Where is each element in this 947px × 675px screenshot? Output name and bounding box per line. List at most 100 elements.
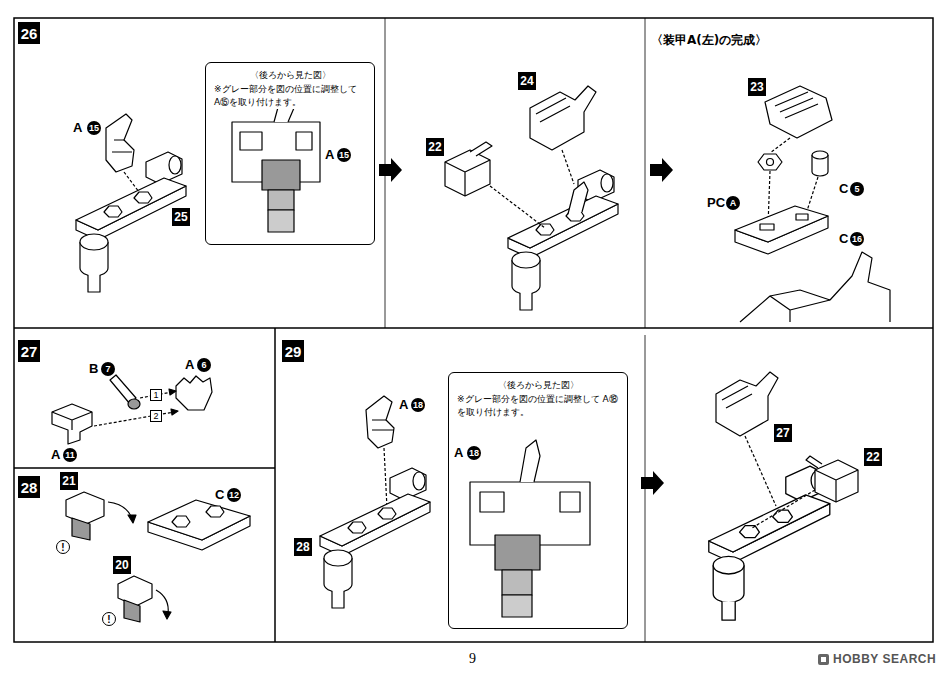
part-drawing — [148, 500, 250, 540]
part-drawing — [716, 372, 778, 436]
step-number: 28 — [18, 476, 40, 498]
part-drawing — [156, 590, 168, 614]
part-drawing — [815, 470, 858, 502]
part-number: 18 — [467, 446, 481, 460]
part-drawing — [112, 140, 132, 152]
panel-frame — [274, 328, 276, 642]
part-drawing — [735, 206, 828, 242]
part-drawing — [562, 150, 574, 184]
step-number: 26 — [18, 22, 40, 44]
page-number: 9 — [469, 651, 476, 667]
part-drawing — [770, 138, 790, 153]
flow-arrow — [379, 158, 673, 495]
flow-arrow — [379, 158, 402, 182]
part-drawing — [52, 412, 92, 430]
rear-view-inset: 〈後ろから見た図〉 ※グレー部分を図の位置に調整して A⑱を取り付けます。 — [448, 372, 628, 629]
part-drawing — [118, 576, 152, 606]
part-drawing — [806, 177, 818, 214]
panel-frame — [645, 18, 646, 328]
part-number: 15 — [337, 148, 351, 162]
part-drawing — [709, 466, 830, 620]
part-drawing — [536, 98, 570, 122]
part-drawing — [94, 412, 174, 426]
rear-view-drawing — [495, 535, 540, 570]
part-letter: A — [50, 448, 61, 462]
callout-number: 22 — [426, 138, 444, 156]
callout-number: 27 — [774, 424, 792, 442]
callout-number: 22 — [864, 448, 882, 466]
part-number: 7 — [101, 362, 115, 376]
part-drawing — [320, 396, 430, 608]
rear-view-drawing — [470, 440, 590, 617]
part-drawing — [490, 186, 545, 228]
part-drawing — [372, 420, 394, 430]
part-drawing — [66, 492, 250, 622]
inset-heading: 〈後ろから見た図〉 — [214, 69, 366, 81]
part-drawing — [171, 409, 178, 415]
part-drawing — [796, 214, 808, 220]
rear-view-drawing — [520, 440, 540, 482]
flow-arrow — [641, 471, 664, 495]
part-drawing — [320, 468, 430, 608]
part-letter: PC — [706, 196, 726, 210]
part-letter: A — [398, 398, 409, 412]
panel-frame — [14, 467, 275, 469]
watermark-logo — [818, 654, 829, 665]
rear-view-drawing — [268, 210, 294, 232]
part-drawing — [76, 114, 186, 292]
part-drawing — [124, 600, 140, 622]
rear-view-drawing — [502, 570, 532, 595]
caution-mark: ! — [102, 612, 116, 626]
part-number: 11 — [63, 448, 77, 462]
part-drawing — [163, 611, 171, 619]
watermark-logo — [818, 654, 829, 665]
flow-arrow — [650, 158, 673, 182]
part-drawing — [169, 389, 176, 395]
part-drawing — [445, 150, 490, 196]
rear-view-drawing — [240, 132, 312, 150]
part-drawing — [760, 224, 774, 230]
watermark: HOBBY SEARCH — [833, 652, 936, 666]
part-drawing — [815, 460, 858, 502]
part-drawing — [740, 252, 890, 322]
inset-note: ※グレー部分を図の位置に調整して A⑮を取り付けます。 — [214, 83, 366, 109]
order-number: 2 — [150, 410, 162, 422]
rear-view-drawing — [232, 94, 320, 232]
callout-number: 24 — [518, 72, 536, 90]
part-drawing — [745, 436, 776, 506]
part-drawing — [770, 296, 830, 322]
part-drawing — [530, 86, 596, 150]
part-drawing — [812, 151, 828, 159]
part-letter: A — [453, 446, 464, 460]
part-drawing — [752, 490, 815, 528]
part-drawing — [722, 386, 752, 408]
part-number: 12 — [227, 488, 241, 502]
part-drawing — [775, 92, 818, 118]
rear-view-drawing — [262, 160, 300, 190]
part-letter: A — [324, 148, 335, 162]
part-number: 15 — [87, 121, 101, 135]
callout-number: 21 — [60, 472, 78, 490]
inset-heading: 〈後ろから見た図〉 — [457, 379, 619, 391]
part-drawing — [767, 159, 774, 166]
watermark-logo — [821, 657, 826, 662]
part-drawing — [735, 86, 890, 322]
callout-number: 23 — [748, 78, 766, 96]
part-drawing — [765, 86, 832, 138]
inset-note: ※グレー部分を図の位置に調整して A⑱を取り付けます。 — [457, 393, 619, 419]
part-drawing — [384, 448, 387, 508]
rear-view-drawing — [502, 595, 532, 617]
part-letter: C — [838, 182, 849, 196]
callout-number: 20 — [113, 556, 131, 574]
caution-mark: ! — [56, 540, 70, 554]
part-drawing — [709, 372, 858, 620]
part-drawing — [470, 142, 492, 156]
part-drawing — [366, 396, 394, 448]
panel-frame — [14, 327, 933, 329]
part-number: 18 — [411, 398, 425, 412]
part-letter: C — [838, 232, 849, 246]
part-number: 6 — [197, 358, 211, 372]
part-drawing — [52, 375, 212, 444]
callout-number: 28 — [294, 538, 312, 556]
